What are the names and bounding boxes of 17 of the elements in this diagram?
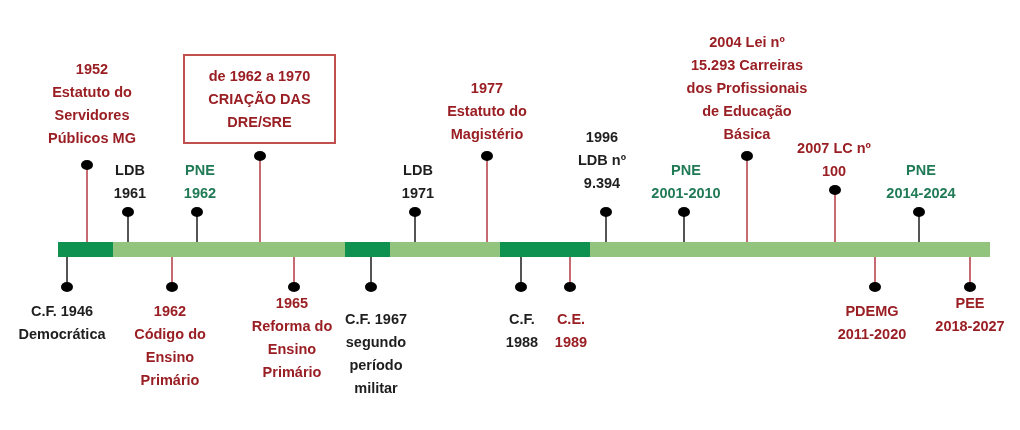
event-label: LDB 1961 — [112, 161, 148, 203]
event-label: C.E. 1989 — [553, 310, 589, 352]
event-label: 1996 LDB nº 9.394 — [577, 128, 627, 193]
event-label: 1952 Estatuto do Servidores Públicos MG — [47, 60, 137, 148]
event-label: 1962 Código do Ensino Primário — [133, 302, 207, 390]
event-label: PNE 1962 — [182, 161, 218, 203]
event-label: PDEMG 2011-2020 — [836, 302, 908, 344]
event-label: 1965 Reforma do Ensino Primário — [250, 294, 334, 382]
event-label: C.F. 1988 — [504, 310, 540, 352]
event-label: C.F. 1967 segundo período militar — [343, 310, 409, 398]
event-label: PEE 2018-2027 — [934, 294, 1006, 336]
event-label: PNE 2014-2024 — [885, 161, 957, 203]
event-label: 1977 Estatuto do Magistério — [446, 79, 528, 144]
event-label: C.F. 1946 Democrática — [17, 302, 107, 344]
event-label: PNE 2001-2010 — [650, 161, 722, 203]
event-label: LDB 1971 — [400, 161, 436, 203]
event-box: de 1962 a 1970 CRIAÇÃO DAS DRE/SRE — [183, 54, 336, 144]
